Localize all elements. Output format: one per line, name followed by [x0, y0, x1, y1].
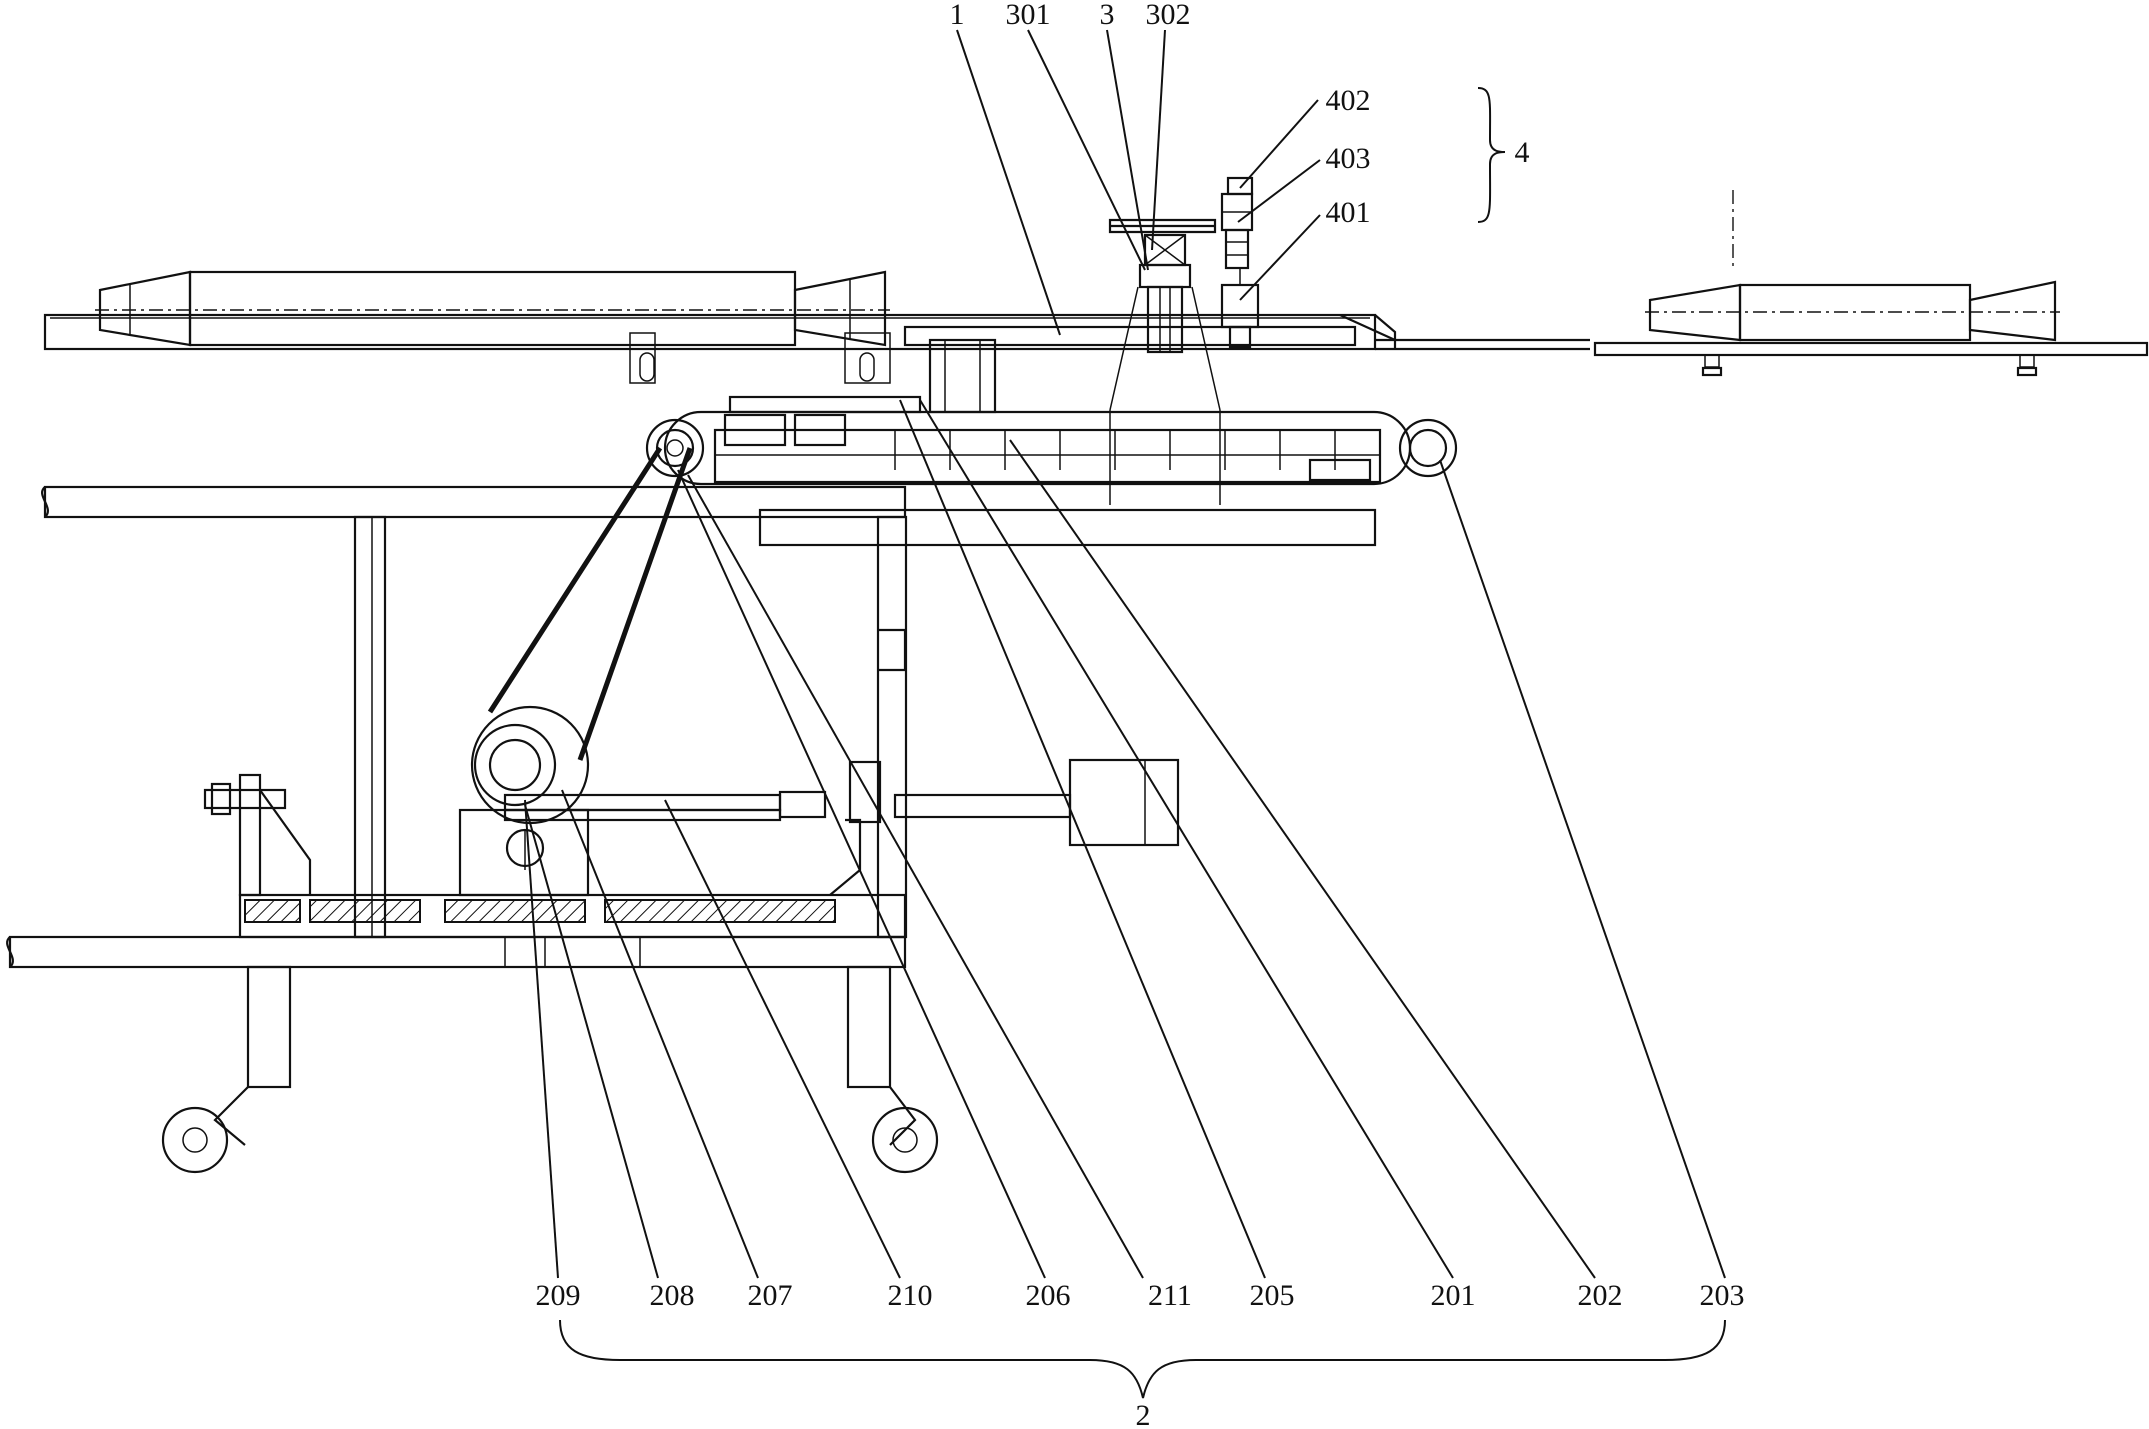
pipe-workpiece-left — [95, 270, 890, 347]
left-bracket — [203, 773, 312, 897]
label-210: 210 — [888, 1279, 933, 1312]
label-402: 402 — [1326, 84, 1371, 117]
caster-wheel-right — [871, 1086, 939, 1174]
label-202: 202 — [1578, 1279, 1623, 1312]
belt-bolt-row — [894, 430, 1336, 470]
right-discharge-conveyor — [1593, 190, 2149, 377]
label-4: 4 — [1515, 136, 1530, 169]
left-feed-conveyor — [43, 313, 1590, 384]
tension-rail — [503, 760, 882, 824]
label-209: 209 — [536, 1279, 581, 1312]
label-401: 401 — [1326, 196, 1371, 229]
idler-roller-right — [1398, 418, 1458, 478]
label-302: 302 — [1146, 0, 1191, 31]
label-203: 203 — [1700, 1279, 1745, 1312]
part-labels: 1 301 3 302 402 403 401 4 209 208 207 21… — [536, 0, 1745, 1429]
drive-motor — [458, 446, 693, 897]
label-2: 2 — [1136, 1399, 1151, 1429]
leader-lines — [524, 29, 1726, 1279]
sensor-assembly-4 — [1220, 176, 1260, 349]
brace-2 — [559, 1319, 1726, 1399]
label-301: 301 — [1006, 0, 1051, 31]
main-frame — [6, 485, 908, 1089]
label-206: 206 — [1026, 1279, 1071, 1312]
label-403: 403 — [1326, 142, 1371, 175]
drive-roller-left — [645, 418, 705, 478]
label-1: 1 — [950, 0, 965, 31]
belt-conveyor — [663, 338, 1412, 547]
label-201: 201 — [1431, 1279, 1476, 1312]
cylinder-actuator — [829, 758, 1180, 896]
label-205: 205 — [1250, 1279, 1295, 1312]
label-211: 211 — [1148, 1279, 1192, 1312]
label-207: 207 — [748, 1279, 793, 1312]
label-3: 3 — [1100, 0, 1115, 31]
label-208: 208 — [650, 1279, 695, 1312]
caster-wheel-left — [161, 1086, 249, 1174]
brace-4 — [1477, 87, 1506, 223]
